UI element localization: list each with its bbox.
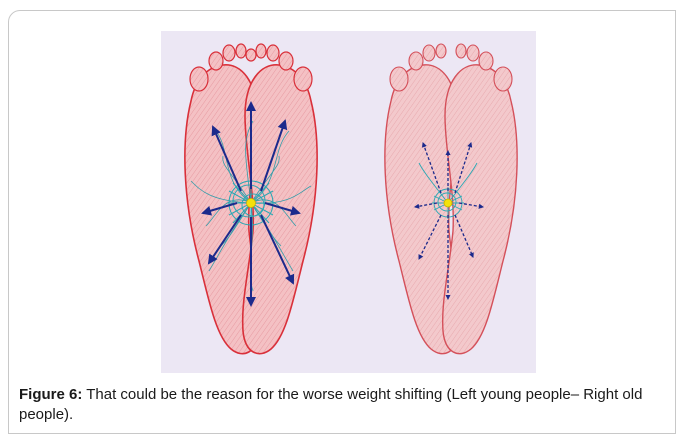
toe	[456, 44, 466, 58]
toe	[409, 52, 423, 70]
toe	[209, 52, 223, 70]
toe	[236, 44, 246, 58]
toe	[436, 44, 446, 58]
caption-text: That could be the reason for the worse w…	[19, 386, 642, 423]
toe	[294, 67, 312, 91]
center-dot	[444, 199, 452, 207]
toe	[479, 52, 493, 70]
toe	[223, 45, 235, 61]
toe	[494, 67, 512, 91]
toe	[256, 44, 266, 58]
toe	[467, 45, 479, 61]
toe	[279, 52, 293, 70]
toe	[246, 49, 256, 61]
caption-label: Figure 6:	[19, 386, 82, 403]
figure-image	[161, 31, 536, 373]
toe	[423, 45, 435, 61]
toe	[390, 67, 408, 91]
figure-caption: Figure 6: That could be the reason for t…	[19, 385, 669, 425]
center-dot	[247, 199, 256, 208]
toe	[190, 67, 208, 91]
toe	[267, 45, 279, 61]
